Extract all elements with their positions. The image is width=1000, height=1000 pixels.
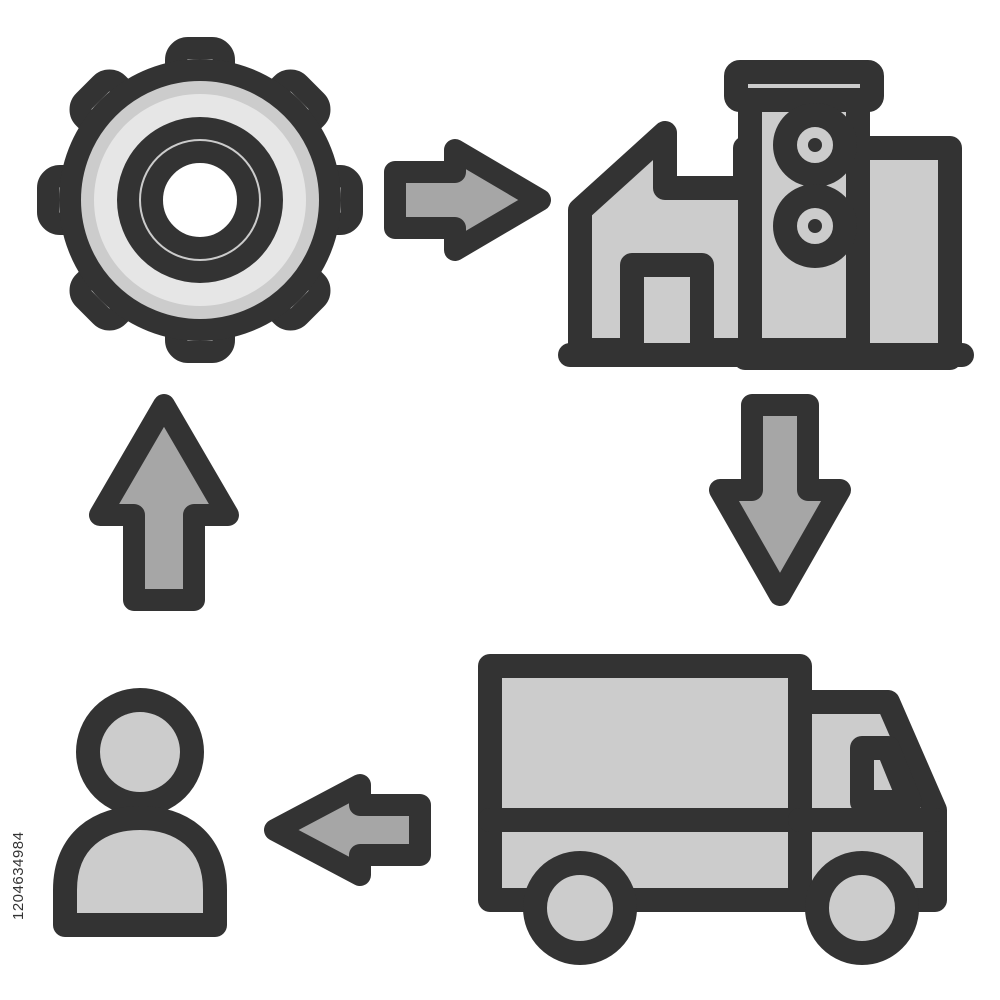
delivery-truck-icon (478, 654, 947, 965)
arrow-right-icon (384, 139, 551, 261)
arrow-down-icon (709, 394, 851, 606)
gear-icon (37, 37, 363, 363)
factory-icon (558, 60, 974, 370)
side-id-label: 1204634984 (10, 831, 27, 920)
arrow-up-icon (89, 394, 239, 611)
user-icon (53, 688, 227, 937)
arrow-left-icon (264, 774, 431, 886)
